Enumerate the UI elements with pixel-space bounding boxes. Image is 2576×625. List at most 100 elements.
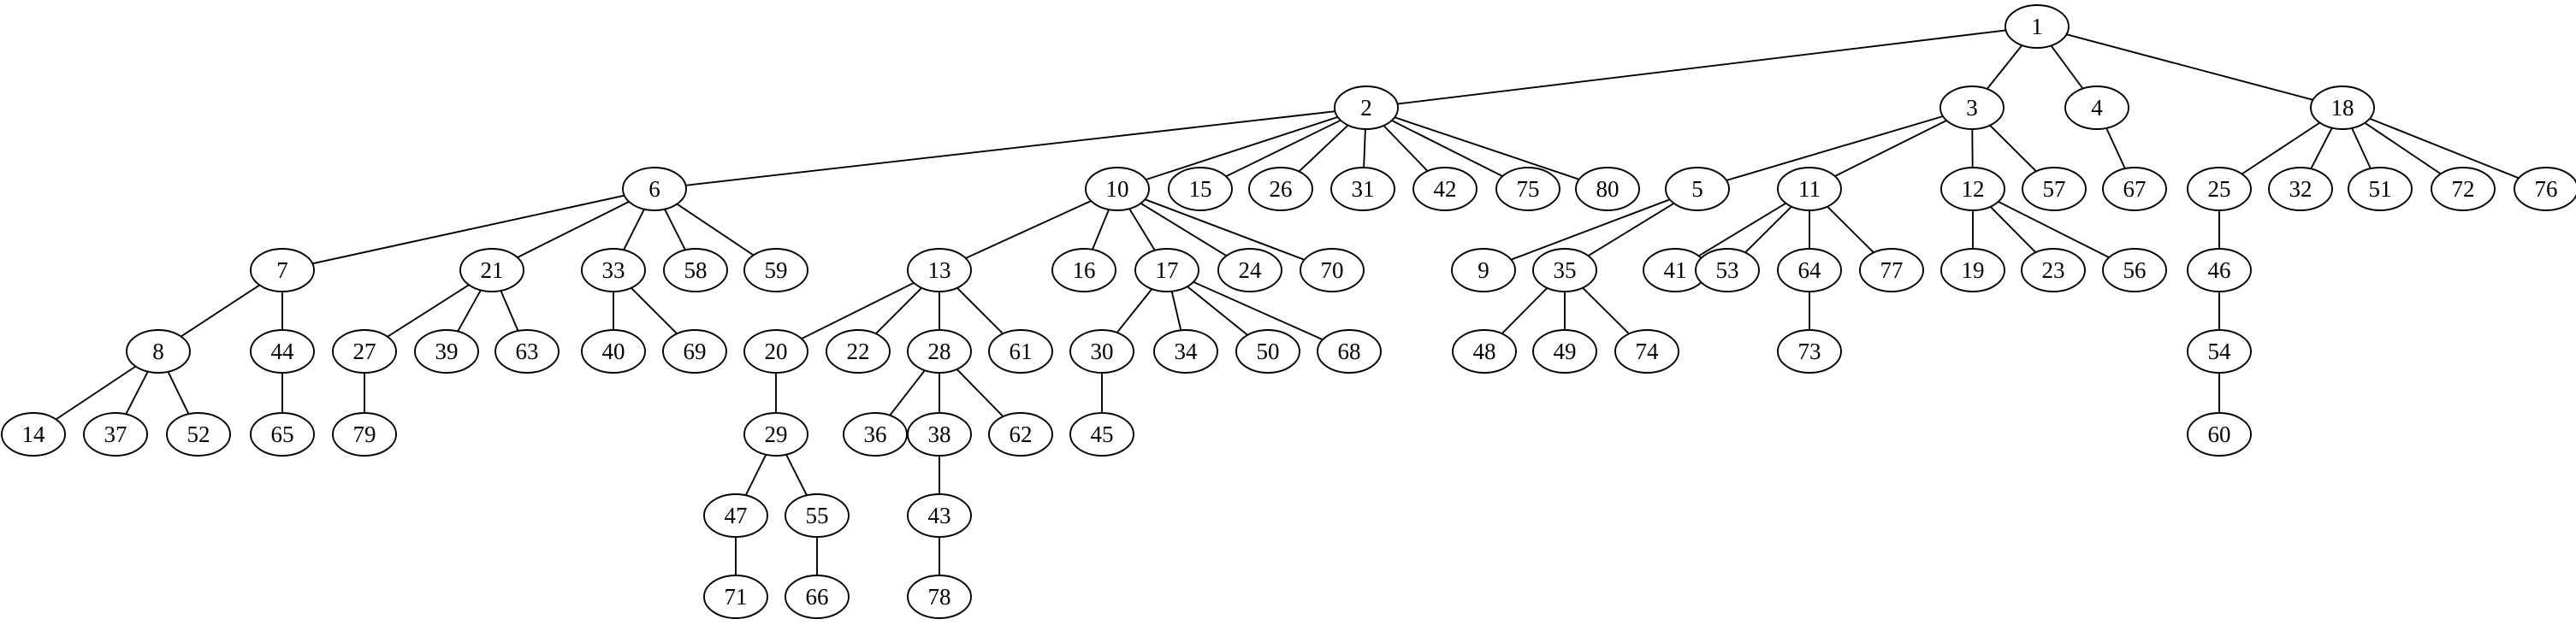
edge-11-41 [1698,202,1786,257]
node-label: 10 [1106,176,1129,202]
node-4: 4 [2064,85,2129,130]
edge-6-58 [664,209,686,251]
node-ellipse [743,329,808,374]
node-label: 77 [1880,257,1904,283]
node-label: 23 [2042,257,2065,283]
node-ellipse [250,412,315,457]
node-78: 78 [907,575,972,619]
edge-21-63 [500,290,519,332]
node-29: 29 [743,412,808,457]
node-44: 44 [250,329,315,374]
node-64: 64 [1777,248,1842,292]
edge-6-59 [676,203,755,256]
node-label: 48 [1473,339,1496,364]
node-49: 49 [1532,329,1597,374]
node-71: 71 [703,575,768,619]
node-13: 13 [907,248,972,292]
node-label: 24 [1239,257,1263,283]
node-ellipse [1334,85,1399,130]
edge-2-75 [1391,120,1503,177]
node-label: 50 [1257,339,1280,364]
node-47: 47 [703,493,768,538]
edge-8-37 [125,371,149,415]
node-42: 42 [1412,167,1477,211]
node-66: 66 [785,575,850,619]
node-label: 15 [1189,176,1212,202]
node-ellipse [2187,412,2252,457]
node-48: 48 [1452,329,1517,374]
node-ellipse [1532,248,1597,292]
node-ellipse [1300,248,1365,292]
node-39: 39 [414,329,479,374]
edge-13-22 [875,287,922,334]
node-label: 14 [22,422,46,447]
node-label: 11 [1798,176,1821,202]
node-ellipse [1940,248,2005,292]
edge-10-24 [1140,202,1228,257]
node-label: 9 [1477,257,1489,283]
node-2: 2 [1334,85,1399,130]
node-ellipse [1235,329,1300,374]
node-ellipse [1248,167,1313,211]
node-label: 4 [2091,95,2103,121]
node-label: 6 [648,176,660,202]
edge-11-77 [1827,205,1874,254]
node-label: 29 [765,422,788,447]
node-label: 58 [684,257,708,283]
node-1: 1 [2005,4,2070,49]
node-label: 70 [1321,257,1344,283]
node-label: 47 [725,503,748,528]
edge-33-69 [631,287,678,334]
node-8: 8 [126,329,191,374]
node-61: 61 [988,329,1053,374]
node-43: 43 [907,493,972,538]
node-label: 51 [2369,176,2392,202]
node-ellipse [2310,85,2375,130]
node-28: 28 [907,329,972,374]
edge-18-72 [2364,121,2442,175]
node-31: 31 [1330,167,1395,211]
node-77: 77 [1859,248,1924,292]
node-ellipse [1575,167,1640,211]
node-72: 72 [2431,167,2496,211]
node-ellipse [843,412,908,457]
node-ellipse [663,248,728,292]
edge-1-3 [1986,44,2023,90]
edge-2-10 [1146,115,1338,181]
edge-18-76 [2369,117,2520,180]
edge-17-68 [1193,280,1324,341]
node-60: 60 [2187,412,2252,457]
node-label: 35 [1554,257,1577,283]
node-ellipse [907,329,972,374]
node-label: 22 [847,339,870,364]
edge-12-56 [1998,201,2110,258]
node-label: 26 [1270,176,1293,202]
node-69: 69 [662,329,727,374]
node-label: 75 [1517,176,1540,202]
node-label: 65 [271,422,294,447]
node-34: 34 [1153,329,1218,374]
node-16: 16 [1051,248,1116,292]
node-label: 80 [1596,176,1620,202]
node-53: 53 [1695,248,1760,292]
node-label: 56 [2123,257,2147,283]
node-ellipse [1069,329,1134,374]
node-24: 24 [1217,248,1282,292]
node-ellipse [83,412,148,457]
node-label: 59 [765,257,788,283]
node-ellipse [907,412,972,457]
edge-21-27 [387,284,470,338]
node-ellipse [1317,329,1382,374]
node-ellipse [2022,167,2087,211]
node-80: 80 [1575,167,1640,211]
node-51: 51 [2348,167,2413,211]
node-label: 2 [1360,95,1372,121]
node-15: 15 [1168,167,1233,211]
edge-10-70 [1144,198,1306,261]
node-label: 78 [928,584,951,610]
node-label: 3 [1966,95,1978,121]
edge-2-31 [1363,128,1366,168]
node-ellipse [2187,329,2252,374]
node-ellipse [581,329,646,374]
